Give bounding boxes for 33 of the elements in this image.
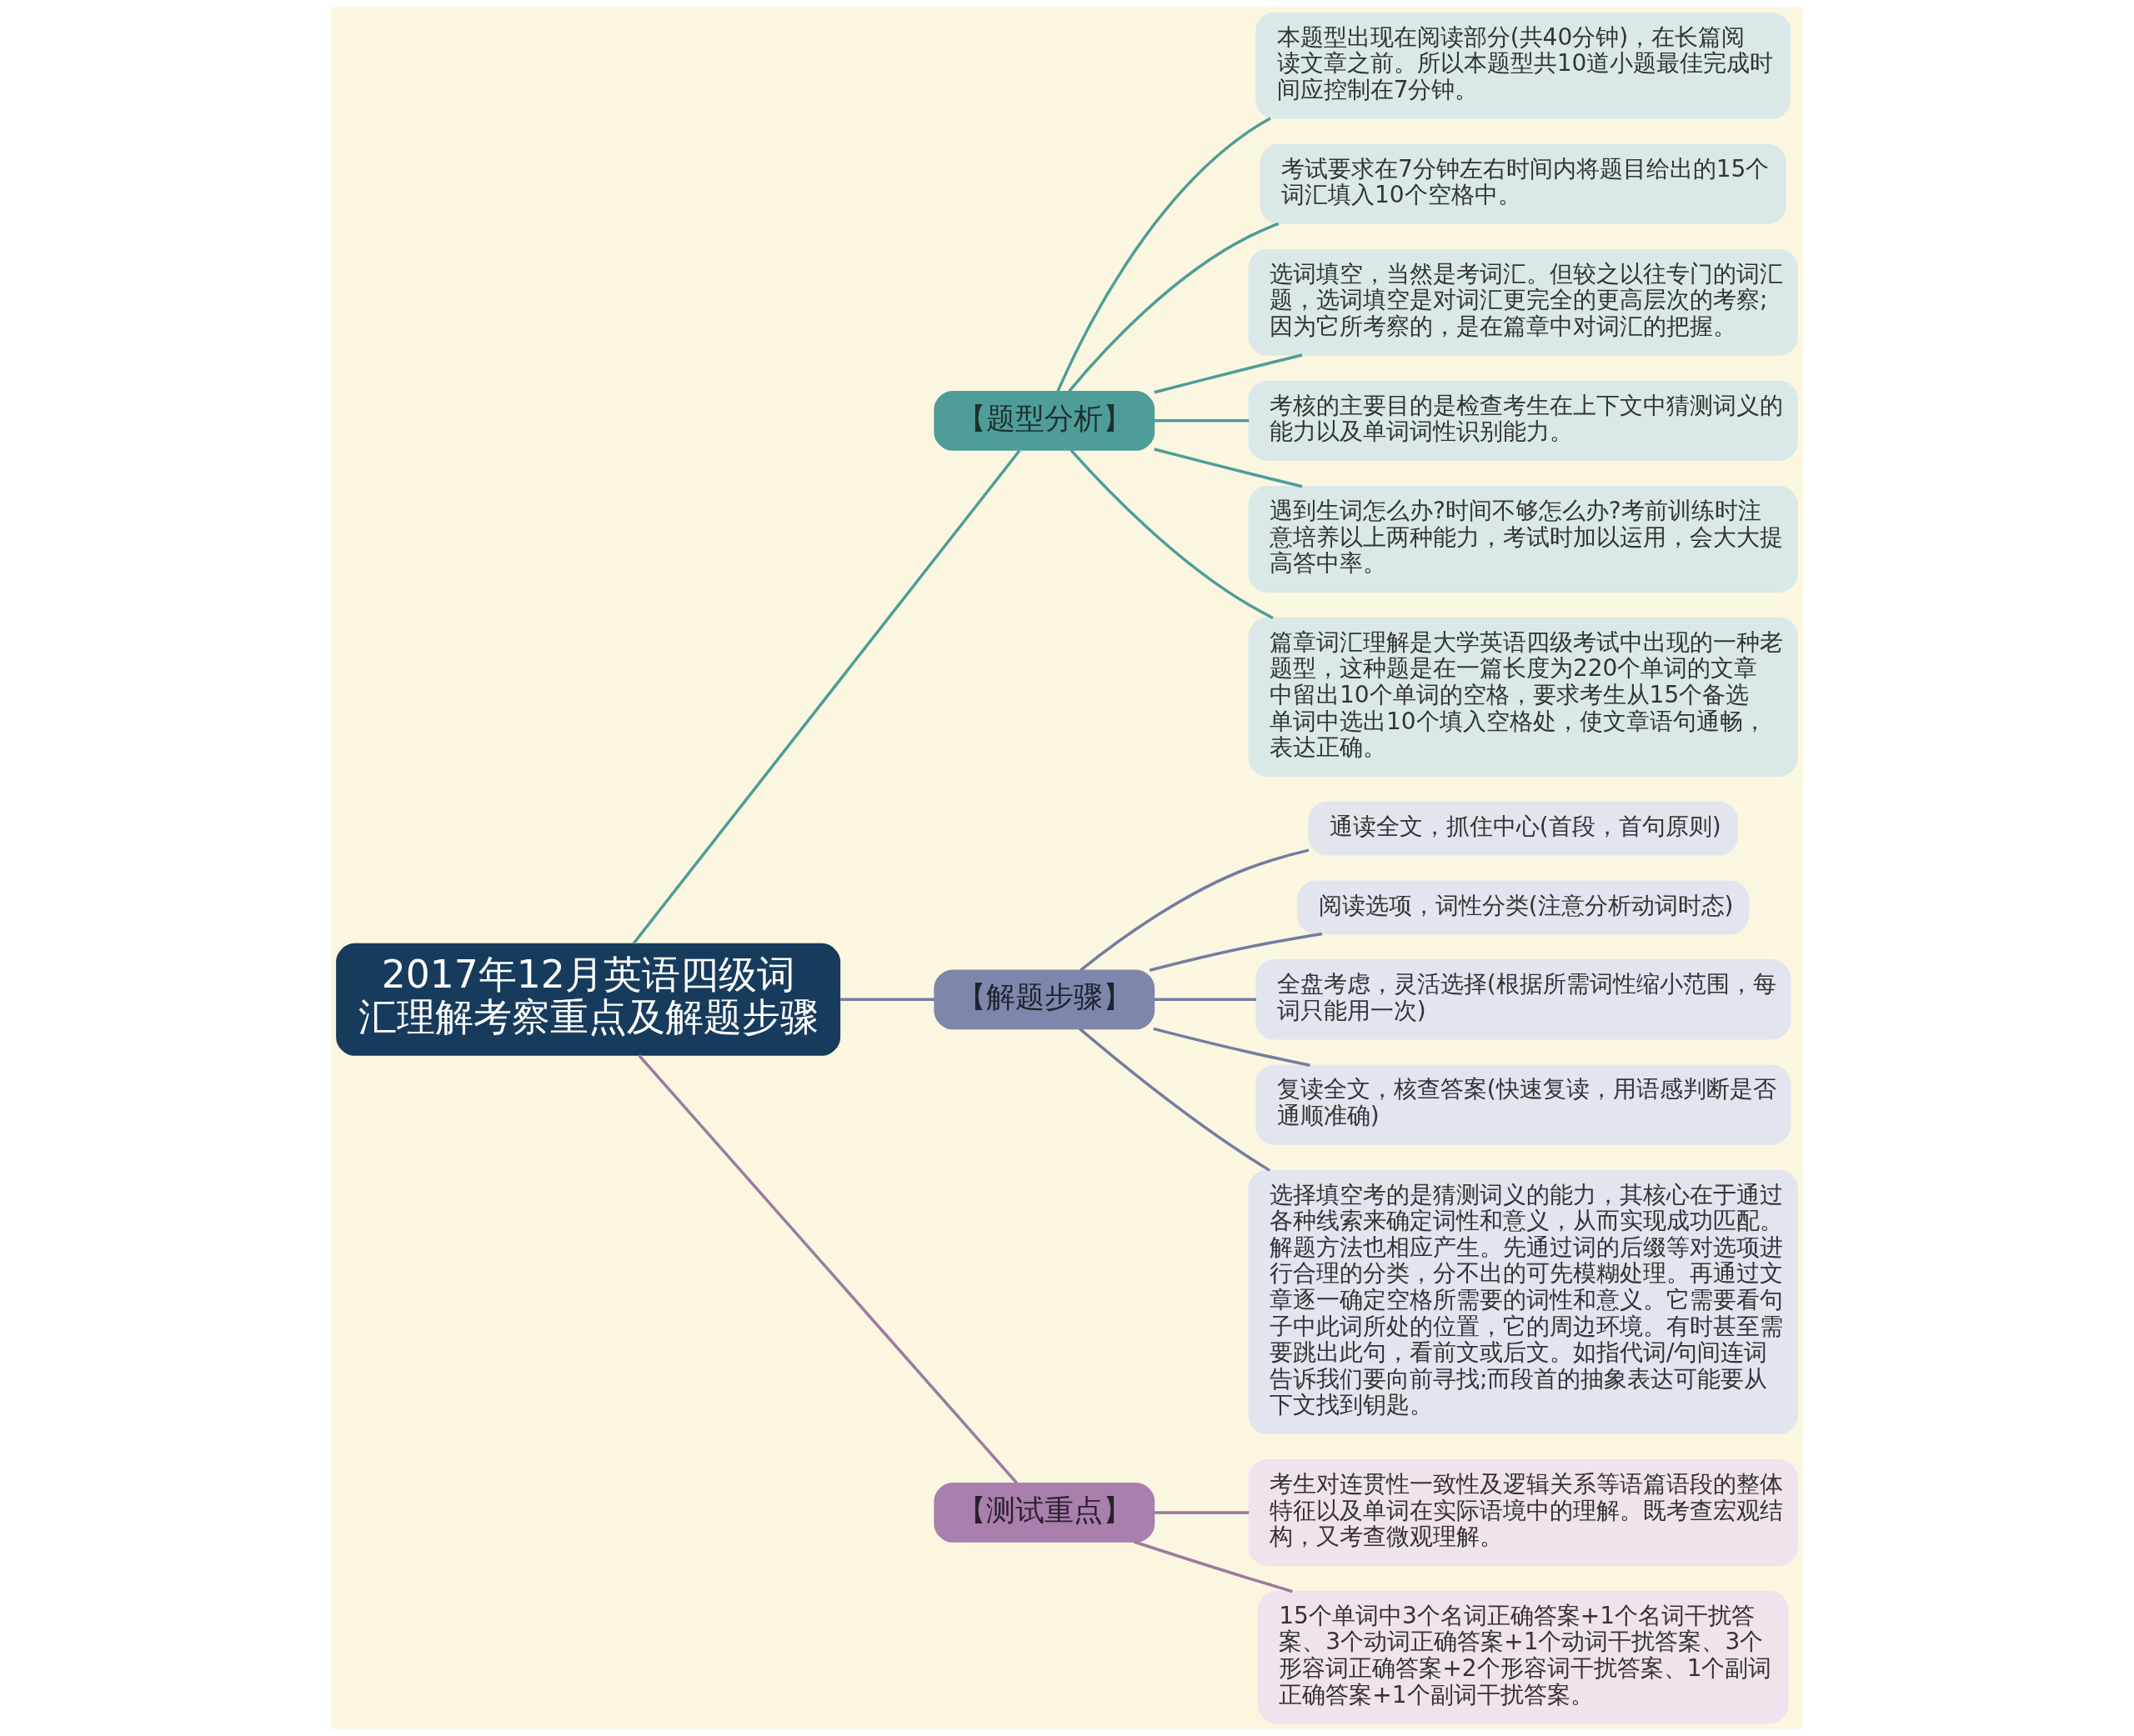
node-box: 遇到生词怎么办?时间不够怎么办?考前训练时注意培养以上两种能力，考试时加以运用，会大大提高答中率。 <box>1248 485 1798 593</box>
node-box: 通读全文，抓住中心(首段，首句原则) <box>1308 801 1738 856</box>
connector <box>1080 848 1310 972</box>
node-box: 【测试重点】 <box>934 1482 1155 1543</box>
connector <box>1068 222 1280 393</box>
node-box: 【题型分析】 <box>934 390 1155 451</box>
connector <box>1154 448 1303 488</box>
node-box: 考试要求在7分钟左右时间内将题目给出的15个词汇填入10个空格中。 <box>1260 143 1786 224</box>
node-box: 篇章词汇理解是大学英语四级考试中出现的一种老题型，这种题是在一篇长度为220个单词的文章中留出10个单词的空格，要求考生从15个备选单词中选出10个填入空格处，使文章语句通畅，表达正确。 <box>1248 617 1798 777</box>
node-box: 15个单词中3个名词正确答案+1个名词干扰答案、3个动词正确答案+1个动词干扰答案、3个形容词正确答案+2个形容词干扰答案、1个副词正确答案+1个副词干扰答案。 <box>1257 1590 1789 1724</box>
node-box: 选择填空考的是猜测词义的能力，其核心在于通过各种线索来确定词性和意义，从而实现成功匹配。解题方法也相应产生。先通过词的后缀等对选项进行合理的分类，分不出的可先模糊处理。再通过文章逐一确定空格所需要的词性和意义。它需要看句子中此词所处的位置，它的周边环境。有时甚至需要跳出此句，看前文或后文。如指代词/句间连词告诉我们要向前寻找;而段首的抽象表达可能要从下文找到钥匙。 <box>1248 1169 1798 1435</box>
connector <box>839 998 935 1002</box>
connector <box>1056 117 1271 393</box>
connector <box>638 1054 1019 1484</box>
node-box: 考核的主要目的是检查考生在上下文中猜测词义的能力以及单词词性识别能力。 <box>1248 380 1798 462</box>
node-box: 考生对连贯性一致性及逻辑关系等语篇语段的整体特征以及单词在实际语境中的理解。既考查宏观结构，又考查微观理解。 <box>1248 1458 1798 1566</box>
connector <box>1070 449 1274 620</box>
connector <box>1154 353 1303 394</box>
connector <box>1079 1028 1271 1172</box>
connector <box>1134 1540 1293 1593</box>
node-box: 选词填空，当然是考词汇。但较之以往专门的词汇题，选词填空是对词汇更完全的更高层次的考察;因为它所考察的，是在篇章中对词汇的把握。 <box>1248 248 1798 356</box>
node-box: 本题型出现在阅读部分(共40分钟)，在长篇阅读文章之前。所以本题型共10道小题最佳完成时间应控制在7分钟。 <box>1255 12 1791 119</box>
node-box: 复读全文，核查答案(快速复读，用语感判断是否通顺准确) <box>1255 1064 1791 1145</box>
connector <box>1154 998 1256 1002</box>
connector <box>1154 1511 1250 1514</box>
connector <box>632 449 1021 945</box>
connector <box>1149 932 1323 972</box>
node-box: 全盘考虑，灵活选择(根据所需词性缩小范围，每词只能用一次) <box>1255 959 1791 1040</box>
connector <box>1154 419 1250 423</box>
node-box: 2017年12月英语四级词汇理解考察重点及解题步骤 <box>336 943 841 1056</box>
connector <box>1153 1027 1310 1067</box>
node-box: 阅读选项，词性分类(注意分析动词时态) <box>1297 880 1750 935</box>
node-box: 【解题步骤】 <box>934 969 1155 1030</box>
